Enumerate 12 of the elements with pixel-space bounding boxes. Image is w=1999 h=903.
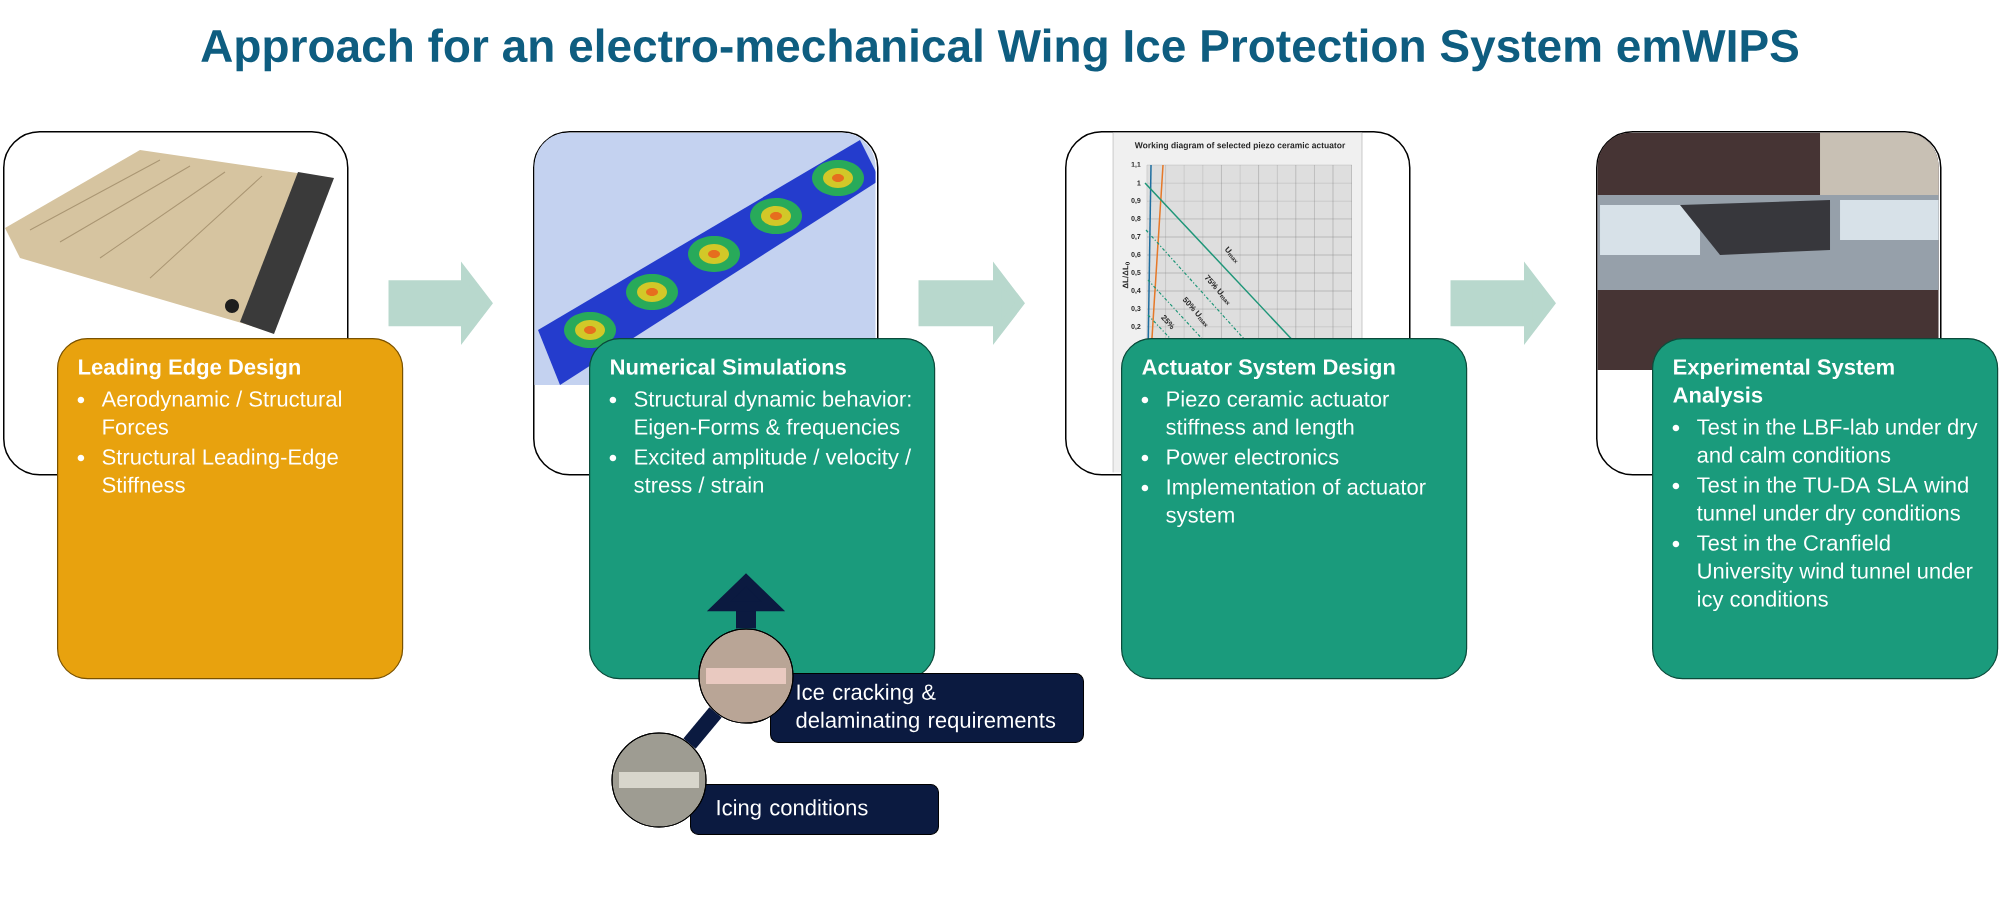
photo-circle bbox=[698, 628, 794, 724]
chart-title: Working diagram of selected piezo ceramic actuator bbox=[1134, 142, 1346, 150]
photo-circle bbox=[611, 732, 707, 828]
note-box: Icing conditions bbox=[690, 784, 939, 835]
step-box: Numerical Simulations Structural dynamic behavior: Eigen-Forms & frequencies Excited amplitude / velocity / stress / strain bbox=[589, 338, 936, 680]
step-box: Actuator System Design Piezo ceramic actuator stiffness and length Power electronics Implementation of actuator system bbox=[1121, 338, 1468, 680]
step-box: Leading Edge Design Aerodynamic / Structural Forces Structural Leading-Edge Stiffness bbox=[57, 338, 404, 680]
axis-label: ΔL/ΔL$_{0}$ bbox=[1122, 262, 1130, 289]
connector-line bbox=[683, 707, 722, 749]
title: Approach for an electro-mechanical Wing Ice Protection System emWIPS bbox=[201, 28, 1798, 72]
note-box: Ice cracking & delaminating requirements bbox=[770, 673, 1084, 743]
step-box: Experimental System Analysis Test in the LBF-lab under dry and calm conditions Test in the TU-DA SLA wind tunnel under dry conditions Test in the Cranfield University wind tunnel under icy conditions bbox=[1652, 338, 1999, 680]
